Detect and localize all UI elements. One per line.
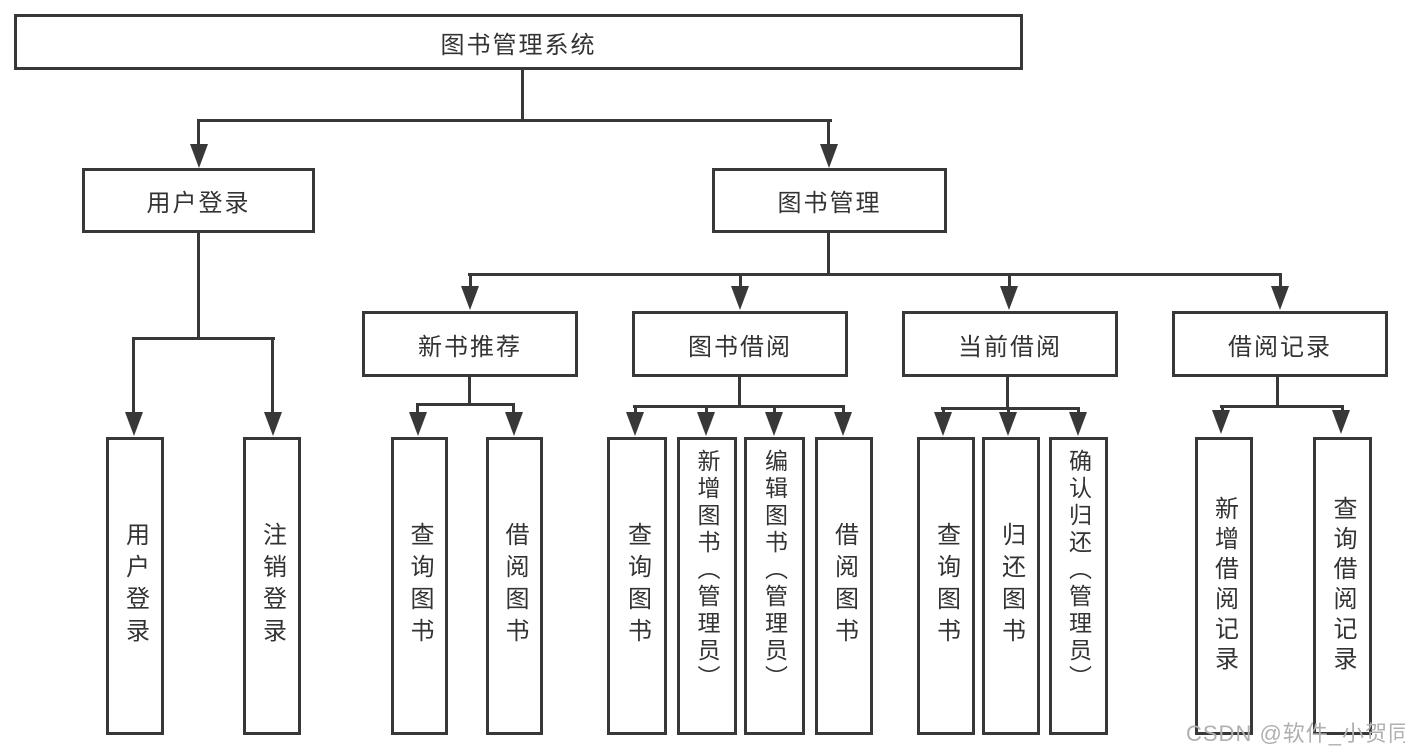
connector-nbr-stem	[468, 377, 471, 403]
node-leaf-add-borrow-record: 新增借阅记录	[1195, 437, 1253, 735]
connector-br-bar	[1220, 405, 1344, 408]
node-leaf-query-borrow-record: 查询借阅记录	[1313, 437, 1372, 735]
connector-drop-bb-borrow	[842, 408, 845, 414]
arrow-user-login	[190, 144, 208, 168]
node-borrow-records-label: 借阅记录	[1228, 333, 1332, 361]
connector-drop-current-borrow	[1008, 276, 1011, 288]
connector-drop-ul-logout	[271, 340, 274, 412]
node-leaf-add-book-admin: 新增图书（管理员）	[677, 437, 737, 735]
connector-drop-ul-login	[132, 340, 135, 412]
arrow-ul-login	[125, 412, 143, 436]
arrow-bb-edit	[765, 412, 783, 436]
arrow-new-book-rec	[461, 286, 479, 310]
node-library-system: 图书管理系统	[14, 14, 1023, 70]
connector-cb-bar	[941, 407, 1080, 410]
node-leaf-nbr-query-book-label: 查询图书	[406, 522, 433, 650]
node-leaf-return-book-label: 归还图书	[997, 522, 1025, 650]
connector-root-bar	[197, 119, 832, 122]
node-leaf-return-book: 归还图书	[982, 437, 1040, 735]
node-book-borrowing-label: 图书借阅	[688, 333, 792, 361]
node-leaf-confirm-return-admin-label: 确认归还（管理员）	[1065, 449, 1092, 692]
node-leaf-user-login-label: 用户登录	[121, 522, 149, 650]
arrow-cb-return	[999, 412, 1017, 436]
node-leaf-user-login: 用户登录	[106, 437, 164, 735]
connector-drop-nbr-query	[416, 406, 419, 414]
connector-drop-nbr-borrow	[512, 406, 515, 414]
arrow-bb-query	[626, 412, 644, 436]
node-library-system-label: 图书管理系统	[440, 31, 597, 59]
node-leaf-logout-label: 注销登录	[258, 522, 286, 650]
connector-drop-borrow-record	[1279, 276, 1282, 288]
node-leaf-logout: 注销登录	[243, 437, 301, 735]
connector-bb-stem	[738, 377, 741, 405]
node-current-borrowing: 当前借阅	[902, 311, 1118, 377]
node-leaf-edit-book-admin: 编辑图书（管理员）	[744, 437, 805, 735]
node-book-borrowing: 图书借阅	[632, 311, 848, 377]
connector-root-stem	[521, 69, 524, 119]
arrow-borrow-record	[1271, 286, 1289, 310]
node-leaf-add-book-admin-label: 新增图书（管理员）	[694, 449, 720, 692]
arrow-nbr-borrow	[505, 412, 523, 436]
node-leaf-cb-query-book-label: 查询图书	[932, 522, 960, 650]
node-leaf-bb-query-book: 查询图书	[607, 437, 667, 735]
connector-bm-stem	[827, 233, 830, 273]
arrow-ul-logout	[264, 412, 282, 436]
node-leaf-cb-query-book: 查询图书	[917, 437, 975, 735]
connector-ul-stem	[197, 233, 200, 337]
connector-drop-book-borrow	[739, 276, 742, 288]
connector-drop-new-book-rec	[469, 276, 472, 288]
node-leaf-edit-book-admin-label: 编辑图书（管理员）	[761, 449, 788, 692]
node-leaf-query-borrow-record-label: 查询借阅记录	[1329, 496, 1356, 676]
node-leaf-nbr-query-book: 查询图书	[391, 437, 448, 735]
connector-drop-user-login	[197, 122, 200, 146]
node-current-borrowing-label: 当前借阅	[958, 333, 1062, 361]
arrow-book-borrow	[731, 286, 749, 310]
arrow-nbr-query	[409, 412, 427, 436]
node-leaf-bb-borrow-book-label: 借阅图书	[830, 522, 858, 650]
node-leaf-nbr-borrow-book-label: 借阅图书	[501, 522, 528, 650]
node-borrow-records: 借阅记录	[1172, 311, 1388, 377]
node-leaf-confirm-return-admin: 确认归还（管理员）	[1049, 437, 1108, 735]
connector-ul-bar	[132, 337, 275, 340]
arrow-cb-query	[934, 412, 952, 436]
connector-br-stem	[1276, 377, 1279, 405]
arrow-bb-add	[697, 412, 715, 436]
node-new-book-recommend: 新书推荐	[362, 311, 578, 377]
node-leaf-nbr-borrow-book: 借阅图书	[486, 437, 543, 735]
node-book-management-label: 图书管理	[777, 190, 882, 217]
node-leaf-bb-query-book-label: 查询图书	[623, 522, 651, 650]
connector-drop-book-mgmt	[827, 122, 830, 146]
node-leaf-bb-borrow-book: 借阅图书	[815, 437, 873, 735]
connector-bm-bar	[468, 273, 1282, 276]
node-user-login: 用户登录	[82, 168, 315, 233]
arrow-book-mgmt	[820, 144, 838, 168]
connector-drop-bb-add	[705, 408, 708, 414]
connector-nbr-bar	[416, 403, 515, 406]
arrow-bb-borrow	[834, 412, 852, 436]
arrow-br-add	[1212, 410, 1230, 434]
node-user-login-label: 用户登录	[146, 190, 251, 217]
connector-drop-bb-edit	[773, 408, 776, 414]
csdn-watermark: CSDN @软件_小贺同学	[1186, 721, 1405, 746]
connector-drop-bb-query	[634, 408, 637, 414]
arrow-current-borrow	[1000, 286, 1018, 310]
connector-bb-bar	[633, 405, 845, 408]
connector-cb-stem	[1006, 377, 1009, 407]
arrow-cb-confirm	[1069, 412, 1087, 436]
node-book-management: 图书管理	[712, 168, 947, 233]
node-new-book-recommend-label: 新书推荐	[418, 333, 522, 361]
arrow-br-query	[1332, 410, 1350, 434]
node-leaf-add-borrow-record-label: 新增借阅记录	[1210, 496, 1238, 676]
